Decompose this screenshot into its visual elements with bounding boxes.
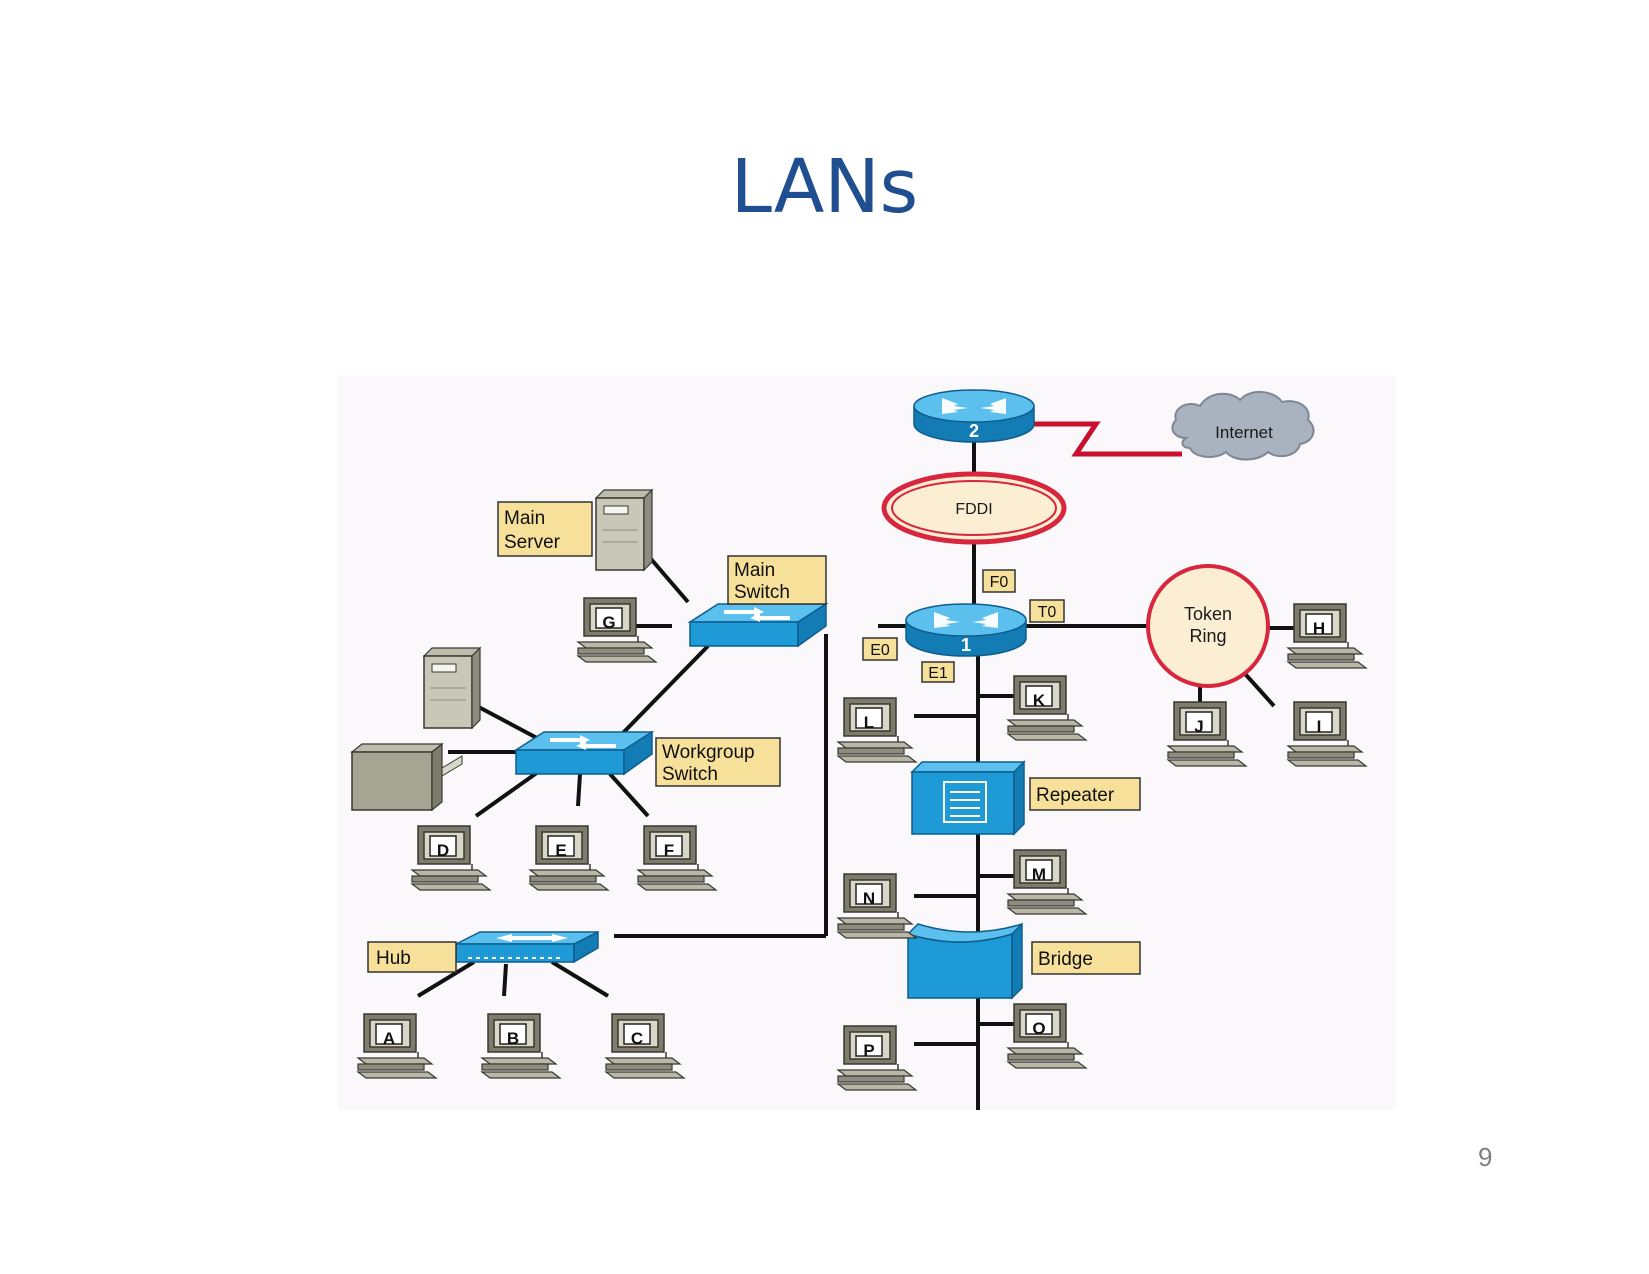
- pc-g-label: G: [602, 613, 615, 632]
- pc-l-label: L: [864, 713, 874, 732]
- pc-k: K: [1007, 675, 1087, 741]
- repeater: [910, 760, 1026, 836]
- pc-f: F: [637, 825, 717, 891]
- repeater-label: Repeater: [1029, 777, 1141, 811]
- bridge-label-text: Bridge: [1038, 949, 1093, 970]
- pc-o-label: O: [1032, 1019, 1045, 1038]
- pc-m-label: M: [1032, 865, 1046, 884]
- port-f0-label: F0: [990, 574, 1009, 591]
- slide-title: LANs: [730, 144, 919, 230]
- pc-k-label: K: [1033, 691, 1046, 710]
- pc-p-label: P: [863, 1041, 874, 1060]
- pc-n: N: [837, 873, 917, 939]
- pc-b-label: B: [507, 1029, 519, 1048]
- pc-o: O: [1007, 1003, 1087, 1069]
- main-switch-label: Main Switch: [727, 555, 827, 605]
- pc-p: P: [837, 1025, 917, 1091]
- workgroup-server: [423, 647, 481, 729]
- main-server-label-line1: Main: [504, 508, 545, 529]
- repeater-label-text: Repeater: [1036, 785, 1115, 806]
- fddi-ring: FDDI: [881, 471, 1067, 545]
- fddi-label: FDDI: [955, 501, 992, 518]
- router-1: 1: [905, 603, 1027, 657]
- internet-label: Internet: [1215, 423, 1273, 442]
- hub: [455, 930, 599, 964]
- pc-f-label: F: [664, 841, 674, 860]
- port-e1-label: E1: [928, 665, 948, 682]
- lan-diagram-svg: Internet 2 FDDI 1 F0 T0 E0 E1 Token Ring: [350, 389, 1367, 1110]
- main-switch-label-line2: Switch: [734, 582, 790, 603]
- port-e0: E0: [862, 637, 898, 661]
- token-ring-label-line1: Token: [1184, 604, 1232, 624]
- token-ring: Token Ring: [1146, 564, 1270, 688]
- pc-d-label: D: [437, 841, 449, 860]
- router-2: 2: [913, 389, 1035, 443]
- pc-h-label: H: [1313, 619, 1325, 638]
- router-2-label: 2: [969, 421, 979, 441]
- pc-l: L: [837, 697, 917, 763]
- pc-j-label: J: [1194, 717, 1203, 736]
- main-switch: [689, 603, 827, 647]
- pc-g: G: [577, 597, 657, 663]
- hub-label: Hub: [367, 941, 457, 973]
- main-server: [595, 489, 653, 571]
- pc-a: A: [357, 1013, 437, 1079]
- main-server-label-line2: Server: [504, 532, 561, 553]
- port-t0-label: T0: [1038, 604, 1057, 621]
- pc-i-label: I: [1317, 717, 1322, 736]
- workgroup-switch-label: Workgroup Switch: [655, 737, 781, 787]
- lan-diagram: Internet 2 FDDI 1 F0 T0 E0 E1 Token Ring: [338, 376, 1396, 1110]
- workgroup-switch-label-line2: Switch: [662, 764, 718, 785]
- pc-j: J: [1167, 701, 1247, 767]
- printer: [350, 742, 463, 812]
- pc-c: C: [605, 1013, 685, 1079]
- port-e1: E1: [921, 661, 955, 683]
- pc-i: I: [1287, 701, 1367, 767]
- token-ring-label-line2: Ring: [1189, 626, 1226, 646]
- hub-label-text: Hub: [376, 948, 411, 969]
- port-f0: F0: [982, 569, 1016, 593]
- port-t0: T0: [1029, 599, 1065, 623]
- bridge: [906, 922, 1023, 1000]
- pc-a-label: A: [383, 1029, 395, 1048]
- pc-b: B: [481, 1013, 561, 1079]
- pc-n-label: N: [863, 889, 875, 908]
- wan-link: [1028, 421, 1182, 457]
- pc-e-label: E: [555, 841, 566, 860]
- pc-d: D: [411, 825, 491, 891]
- pc-e: E: [529, 825, 609, 891]
- internet-cloud: Internet: [1171, 391, 1315, 461]
- pc-c-label: C: [631, 1029, 643, 1048]
- page-number: 9: [1478, 1142, 1493, 1172]
- main-server-label: Main Server: [497, 501, 593, 557]
- port-e0-label: E0: [870, 642, 890, 659]
- pc-m: M: [1007, 849, 1087, 915]
- router-1-label: 1: [961, 635, 971, 655]
- bridge-label: Bridge: [1031, 941, 1141, 975]
- workgroup-switch-label-line1: Workgroup: [662, 742, 755, 763]
- workgroup-switch: [515, 731, 653, 775]
- pc-h: H: [1287, 603, 1367, 669]
- main-switch-label-line1: Main: [734, 560, 775, 581]
